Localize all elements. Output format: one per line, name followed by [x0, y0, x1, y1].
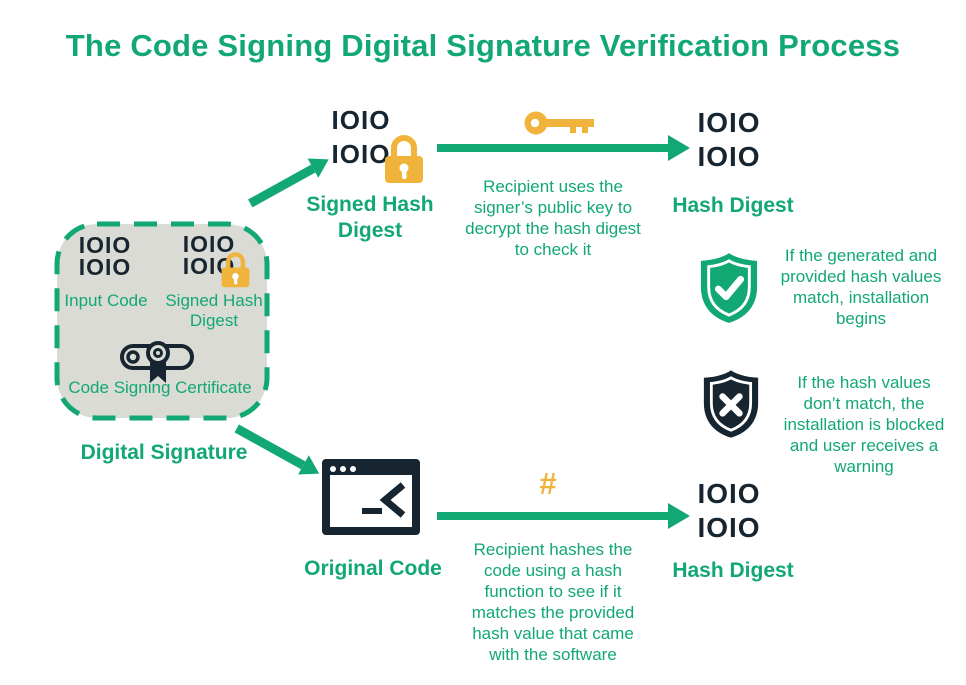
key-icon [524, 111, 594, 135]
original-code-label: Original Code [304, 557, 442, 580]
terminal-window-icon [322, 459, 420, 535]
input-code-label: Input Code [64, 291, 148, 310]
page-title: The Code Signing Digital Signature Verif… [65, 28, 901, 63]
certificate-label: Code Signing Certificate [68, 378, 252, 397]
decrypt-caption: Recipient uses the signer’s public key t… [465, 177, 641, 259]
digital-signature-label: Digital Signature [80, 441, 248, 464]
hash-digest-label-top: Hash Digest [672, 194, 794, 217]
outcome-mismatch-text: If the hash values don’t match, the inst… [783, 373, 945, 476]
hash-caption: Recipient hashes the code using a hash f… [471, 540, 635, 664]
hash-digest-label-bottom: Hash Digest [672, 559, 794, 582]
lock-icon [385, 135, 423, 183]
hash-arrow [437, 503, 690, 529]
certificate-icon [120, 341, 194, 383]
digital-signature-box [54, 221, 270, 421]
shield-x-icon [703, 370, 759, 438]
hash-symbol-icon: # [539, 466, 557, 501]
lock-icon [221, 252, 250, 288]
outcome-match-text: If the generated and provided hash value… [780, 246, 942, 328]
shield-check-icon [700, 253, 758, 323]
decrypt-arrow [437, 135, 690, 161]
signed-hash-box-label: Signed Hash Digest [165, 291, 263, 330]
signed-hash-digest-label: Signed Hash Digest [306, 193, 434, 242]
